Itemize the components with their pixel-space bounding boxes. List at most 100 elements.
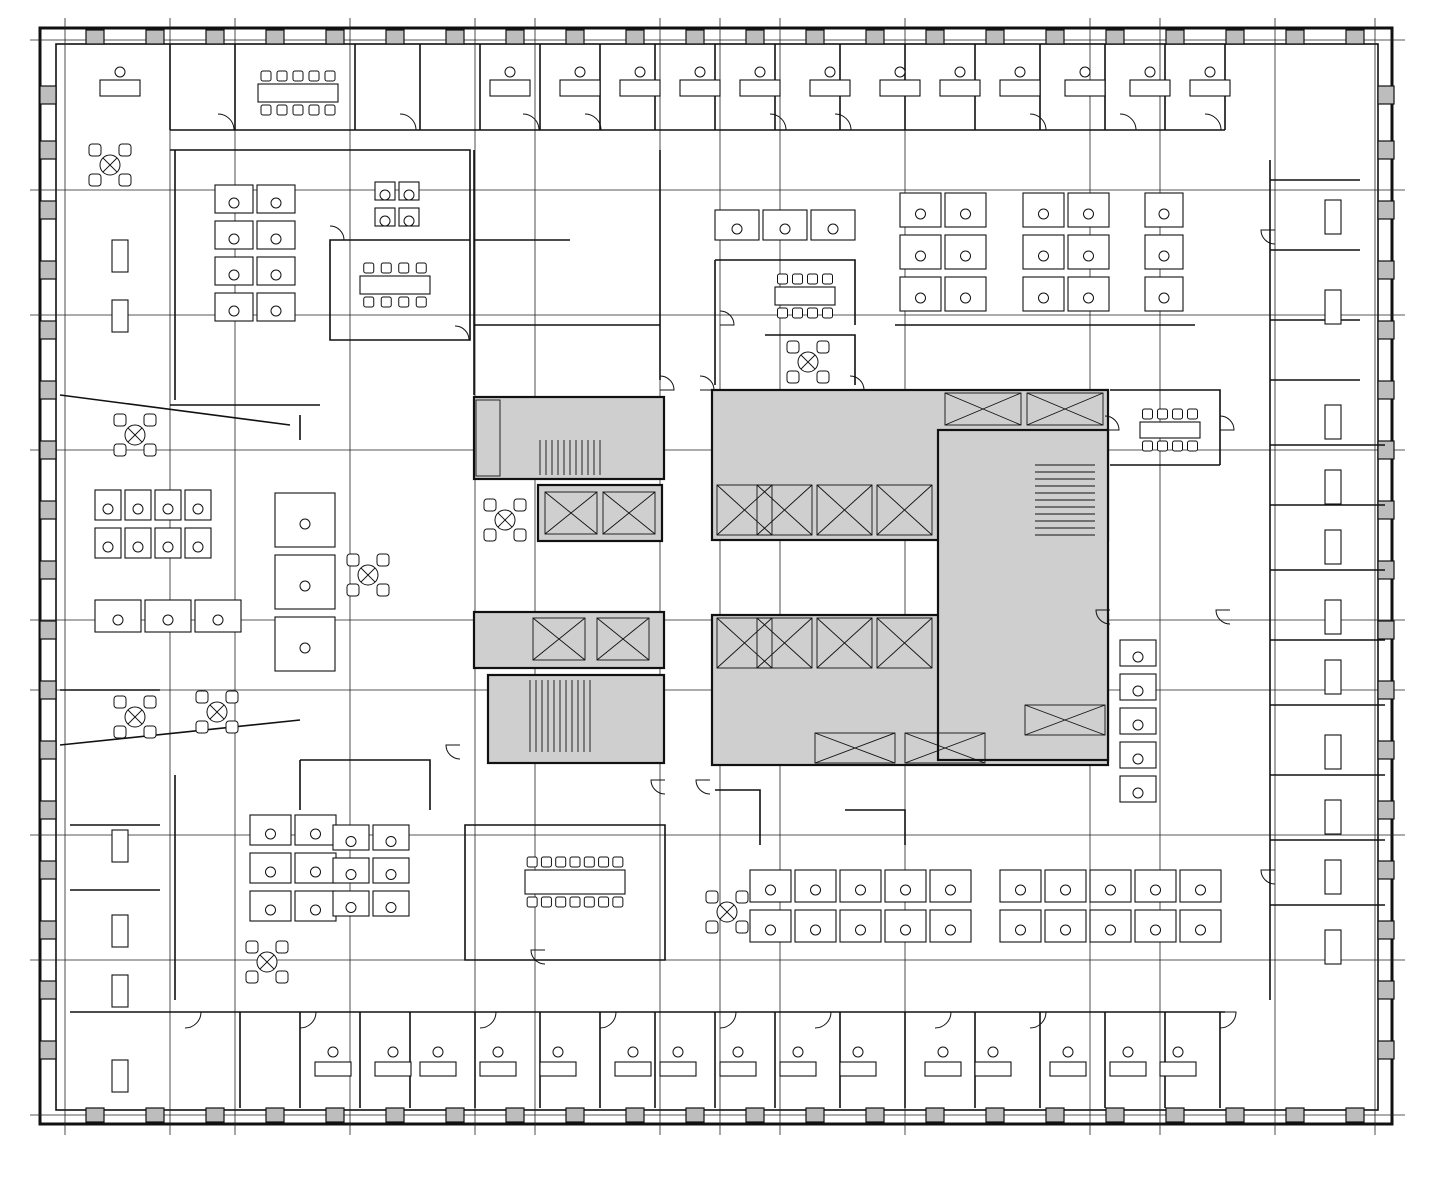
workstation-cluster-f-chair xyxy=(960,250,971,262)
conference-north-chair xyxy=(260,70,272,82)
lounge-center-north-chair xyxy=(786,340,800,354)
column xyxy=(805,29,825,45)
office-chair-north xyxy=(754,66,766,78)
workstation-cluster-f-desk xyxy=(899,234,942,270)
workstation-cluster-g-chair xyxy=(1038,292,1049,304)
workstation-cluster-a-chair xyxy=(228,233,240,245)
door-swing xyxy=(1095,609,1111,625)
workstation-cluster-l-chair xyxy=(1105,884,1116,896)
door-swing xyxy=(299,1011,317,1029)
office-chair-south xyxy=(627,1046,639,1058)
office-desk-north xyxy=(1189,79,1231,97)
lounge-west-south-chair xyxy=(143,725,157,739)
elevator-shafts xyxy=(475,392,1106,764)
door-swing xyxy=(599,1011,617,1029)
office-chair-south xyxy=(387,1046,399,1058)
workstation-cluster-e-chair xyxy=(299,518,311,530)
office-desk-east xyxy=(1324,404,1342,440)
conference-north-chair xyxy=(324,104,336,116)
conference-north-chair xyxy=(292,104,304,116)
lounge-west-south-chair xyxy=(113,725,127,739)
column xyxy=(39,320,57,340)
conference-west-chair xyxy=(380,296,392,308)
office-desk-north xyxy=(879,79,921,97)
elevator-shaft-diag xyxy=(544,491,598,535)
column xyxy=(1377,920,1395,940)
conference-west-chair xyxy=(363,296,375,308)
office-desk-north xyxy=(679,79,721,97)
office-desk-north xyxy=(489,79,531,97)
workstation-cluster-i-chair xyxy=(265,904,276,916)
workstation-cluster-c-chair xyxy=(192,541,204,553)
column xyxy=(39,85,57,105)
door-swing xyxy=(1029,113,1047,131)
office-desk-south xyxy=(924,1061,962,1077)
conference-west-chair xyxy=(398,262,410,274)
office-desk-east xyxy=(1324,289,1342,325)
column xyxy=(565,1107,585,1123)
reception-lounge-chair xyxy=(346,583,360,597)
column xyxy=(205,29,225,45)
workstation-cluster-f-chair xyxy=(960,208,971,220)
office-chair-south xyxy=(492,1046,504,1058)
conference-east-chair xyxy=(1172,408,1183,420)
column xyxy=(39,860,57,880)
column xyxy=(1377,380,1395,400)
conference-east-chair xyxy=(1142,440,1153,452)
column xyxy=(1105,1107,1125,1123)
office-chair-south xyxy=(937,1046,949,1058)
office-desk-south xyxy=(539,1061,577,1077)
core-east-spine xyxy=(936,428,1110,762)
column xyxy=(1345,1107,1365,1123)
workstation-cluster-b-chair xyxy=(379,215,391,227)
lounge-seating xyxy=(88,143,830,984)
core-lounge-west-chair xyxy=(513,498,527,512)
workstation-cluster-n-chair xyxy=(779,223,791,235)
column xyxy=(565,29,585,45)
workstation-cluster-m-chair xyxy=(1132,651,1144,663)
workstation-cluster-a-chair xyxy=(270,269,282,281)
door-swings xyxy=(184,113,1276,1029)
lounge-west-south-table-mark xyxy=(127,709,143,725)
workstation-cluster-a-chair xyxy=(228,269,240,281)
office-desk-west xyxy=(111,829,129,863)
door-swing xyxy=(217,113,235,131)
elevator-shaft-diag xyxy=(756,617,813,669)
office-chair-south xyxy=(327,1046,339,1058)
office-desk-west xyxy=(111,974,129,1008)
door-swing xyxy=(1260,869,1276,885)
conference-north-table xyxy=(257,83,339,103)
conference-center-chair xyxy=(792,307,803,319)
office-desk-east xyxy=(1324,859,1342,895)
conference-north-chair xyxy=(308,104,320,116)
door-swing xyxy=(454,325,470,341)
workstation-cluster-a-chair xyxy=(270,233,282,245)
column xyxy=(1377,500,1395,520)
lounge-south-west-chair xyxy=(275,970,289,984)
stair-treads xyxy=(529,440,1095,752)
workstation-cluster-j-chair xyxy=(345,902,357,913)
workstation-cluster-g-chair xyxy=(1083,250,1094,262)
workstation-cluster-c-chair xyxy=(102,503,114,515)
column xyxy=(1225,29,1245,45)
column xyxy=(1377,620,1395,640)
column xyxy=(1377,85,1395,105)
lounge-south-west-chair xyxy=(275,940,289,954)
column xyxy=(39,200,57,220)
column xyxy=(1377,140,1395,160)
office-chair-north xyxy=(114,66,126,78)
door-swing xyxy=(479,1011,497,1029)
reception-lounge-chair xyxy=(376,553,390,567)
column xyxy=(39,620,57,640)
workstation-cluster-h-desk xyxy=(1144,234,1184,270)
workstation-cluster-j-chair xyxy=(385,902,397,913)
column xyxy=(1225,1107,1245,1123)
core-lounge-west-chair xyxy=(483,528,497,542)
conference-south-chair xyxy=(526,896,538,908)
column xyxy=(205,1107,225,1123)
core-lounge-west-table-mark xyxy=(497,512,513,528)
lounge-west-center-table-mark xyxy=(209,704,225,720)
office-chair-south xyxy=(672,1046,684,1058)
workstation-cluster-e-chair xyxy=(299,642,311,654)
door-swing xyxy=(699,375,715,391)
